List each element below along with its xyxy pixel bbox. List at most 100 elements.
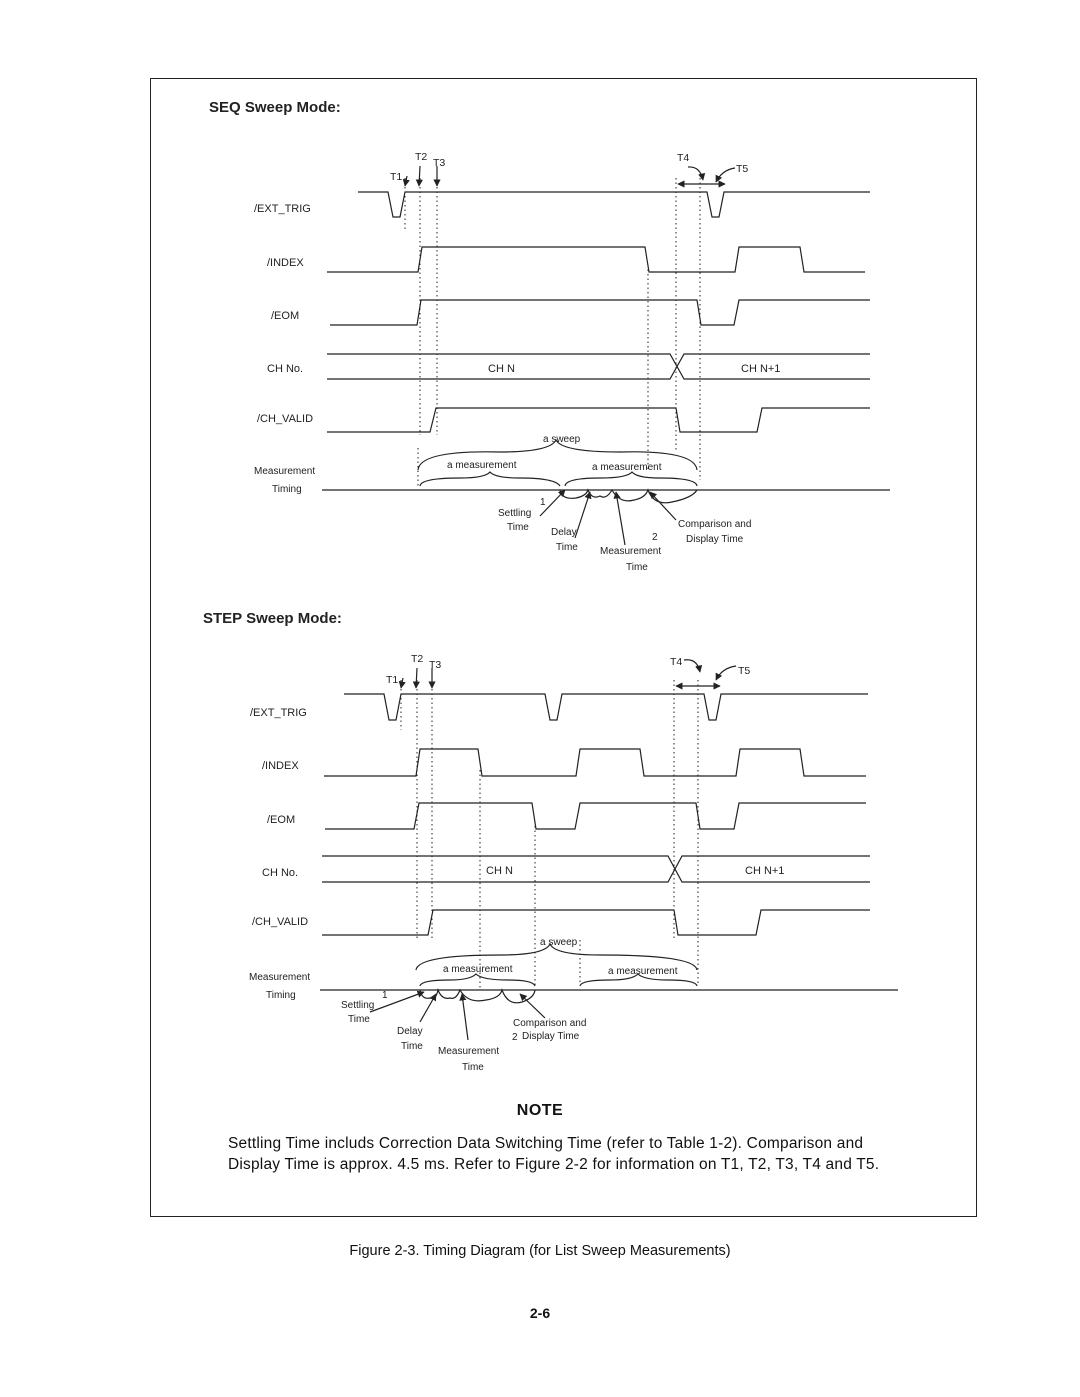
- seq-ch-n: CH N: [488, 363, 515, 375]
- seq-label-measurement: Measurement: [254, 466, 315, 477]
- seq-a-measurement-2: a measurement: [592, 462, 662, 473]
- step-ch-valid-wave: [322, 909, 870, 936]
- step-delay: Delay: [397, 1026, 423, 1037]
- seq-eom-wave: [330, 299, 870, 326]
- step-ext-trig-wave: [344, 693, 868, 721]
- step-settling-arrow: [369, 990, 425, 1013]
- step-eom-wave: [325, 802, 866, 830]
- step-delay-time: Time: [401, 1041, 423, 1052]
- step-a-sweep: a sweep: [540, 937, 578, 948]
- seq-measurement-word: Measurement: [600, 546, 661, 557]
- step-settling: Settling: [341, 1000, 374, 1011]
- seq-label-timing: Timing: [272, 484, 302, 495]
- step-ch-n1: CH N+1: [745, 865, 784, 877]
- step-sup-1: 1: [382, 990, 388, 1001]
- seq-comp-arrow: [649, 491, 677, 521]
- step-label-eom: /EOM: [267, 814, 295, 826]
- step-delay-arrow: [419, 993, 437, 1023]
- step-label-ch-valid: /CH_VALID: [252, 916, 308, 928]
- seq-settling-arrow: [539, 489, 566, 517]
- figure-frame: [150, 78, 977, 1217]
- seq-index-wave: [327, 246, 865, 273]
- seq-settling-time: Time: [507, 522, 529, 533]
- seq-t1-arrow: [402, 175, 410, 187]
- seq-label-ch-valid: /CH_VALID: [257, 413, 313, 425]
- seq-measure1-brace: [419, 471, 561, 487]
- step-t3-label: T3: [429, 659, 441, 671]
- seq-display-time: Display Time: [686, 534, 744, 545]
- step-a-measurement-1: a measurement: [443, 964, 513, 975]
- note-title: NOTE: [516, 1102, 564, 1119]
- seq-t1-label: T1: [390, 171, 402, 183]
- seq-comparison-and: Comparison and: [678, 519, 751, 530]
- step-phase-bubbles: [419, 987, 536, 1004]
- seq-sup-1: 1: [540, 497, 546, 508]
- seq-settling: Settling: [498, 508, 531, 519]
- step-measurement-time: Time: [462, 1062, 484, 1073]
- seq-label-ch-no: CH No.: [267, 363, 303, 375]
- step-display-time: Display Time: [522, 1031, 580, 1042]
- seq-delay-arrow: [574, 491, 592, 539]
- step-measure2-brace: [579, 973, 698, 987]
- step-measurement-word: Measurement: [438, 1046, 499, 1057]
- seq-t5-label: T5: [736, 163, 748, 175]
- seq-measure2-brace: [564, 471, 698, 487]
- seq-t3-label: T3: [433, 157, 445, 169]
- step-t4-label: T4: [670, 656, 682, 668]
- seq-label-ext-trig: /EXT_TRIG: [254, 203, 311, 215]
- seq-label-index: /INDEX: [267, 257, 304, 269]
- step-label-ch-no: CH No.: [262, 867, 298, 879]
- seq-delay-time: Time: [556, 542, 578, 553]
- step-t1-label: T1: [386, 674, 398, 686]
- seq-label-eom: /EOM: [271, 310, 299, 322]
- seq-ch-n1: CH N+1: [741, 363, 780, 375]
- seq-t2-arrow: [415, 165, 423, 187]
- seq-t4-arrow: [687, 166, 706, 181]
- step-guide-lines: [400, 680, 699, 990]
- step-t5-arrow: [715, 665, 737, 681]
- seq-title: SEQ Sweep Mode:: [209, 99, 341, 116]
- figure-caption: Figure 2-3. Timing Diagram (for List Swe…: [349, 1243, 731, 1259]
- step-comparison-and: Comparison and: [513, 1018, 586, 1029]
- step-index-wave: [324, 748, 866, 777]
- step-label-ext-trig: /EXT_TRIG: [250, 707, 307, 719]
- seq-sweep-brace: [417, 438, 698, 471]
- timing-diagram: SEQ Sweep Mode: /EXT_TRIG /INDEX /EOM CH…: [203, 99, 898, 1073]
- seq-a-measurement-1: a measurement: [447, 460, 517, 471]
- seq-delay: Delay: [551, 527, 577, 538]
- step-ch-n: CH N: [486, 865, 513, 877]
- step-t5-label: T5: [738, 665, 750, 677]
- step-meas-arrow: [459, 993, 469, 1041]
- seq-t5-arrow: [715, 167, 736, 183]
- page-number: 2-6: [529, 1305, 551, 1321]
- seq-a-sweep: a sweep: [543, 434, 581, 445]
- step-t1-arrow: [398, 677, 406, 689]
- seq-t4-label: T4: [677, 152, 689, 164]
- step-label-measurement: Measurement: [249, 972, 310, 983]
- step-measure1-brace: [419, 973, 536, 987]
- step-a-measurement-2: a measurement: [608, 966, 678, 977]
- step-waveforms: [320, 693, 898, 991]
- step-comp-arrow: [519, 993, 546, 1019]
- seq-measurement-time: Time: [626, 562, 648, 573]
- step-t2-label: T2: [411, 653, 423, 665]
- step-title: STEP Sweep Mode:: [203, 610, 342, 627]
- seq-ch-bus-wave: [327, 353, 870, 380]
- step-t2-arrow: [412, 667, 420, 689]
- seq-waveforms: [322, 191, 890, 491]
- note-text: Settling Time includs Correction Data Sw…: [228, 1135, 880, 1173]
- seq-ch-valid-wave: [327, 407, 870, 433]
- step-label-index: /INDEX: [262, 760, 299, 772]
- seq-guide-lines: [404, 178, 701, 488]
- step-label-timing: Timing: [266, 990, 296, 1001]
- seq-sup-2: 2: [652, 532, 658, 543]
- step-t4-arrow: [683, 659, 703, 673]
- step-sweep-brace: [415, 942, 698, 971]
- seq-ext-trig-wave: [358, 191, 870, 218]
- seq-phase-bubbles: [559, 488, 698, 504]
- step-ch-bus-wave: [322, 855, 870, 883]
- seq-meas-arrow: [613, 491, 626, 546]
- step-sup-2: 2: [512, 1032, 518, 1043]
- seq-t2-label: T2: [415, 151, 427, 163]
- step-settling-time: Time: [348, 1014, 370, 1025]
